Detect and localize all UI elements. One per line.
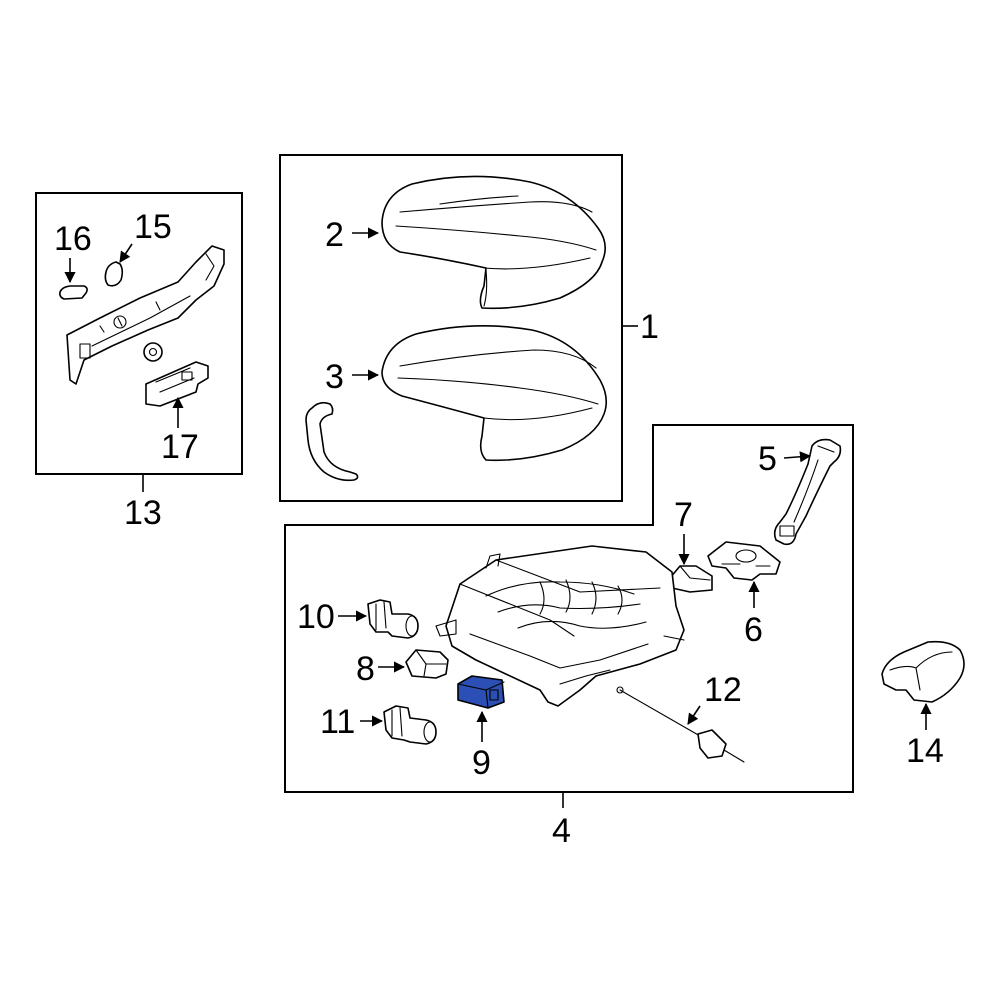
washer-part[interactable] <box>143 342 163 362</box>
cushion-cover-2-part[interactable] <box>381 175 606 310</box>
group-box-13 <box>35 192 243 475</box>
cover-14-part[interactable] <box>881 640 965 703</box>
switch-17-part[interactable] <box>145 361 209 407</box>
callout-7: 7 <box>674 496 693 534</box>
group-box-4 <box>284 424 854 793</box>
callout-17: 17 <box>161 428 199 466</box>
leader-15 <box>119 243 133 263</box>
callout-16: 16 <box>54 220 92 258</box>
callout-13: 13 <box>124 494 162 532</box>
callout-6: 6 <box>744 611 763 649</box>
cushion-pad-3-part[interactable] <box>381 325 608 462</box>
callout-4: 4 <box>552 812 571 850</box>
motor-10-part[interactable] <box>367 599 419 639</box>
callout-2: 2 <box>325 216 344 254</box>
clip-8-part[interactable] <box>405 649 449 679</box>
callout-12: 12 <box>704 671 742 709</box>
callout-10: 10 <box>297 598 335 636</box>
callout-9: 9 <box>472 744 491 782</box>
callout-3: 3 <box>325 358 344 396</box>
seat-frame-part[interactable] <box>435 545 685 707</box>
wire-hook-part[interactable] <box>305 401 359 482</box>
side-shield-part[interactable] <box>66 245 225 385</box>
plate-6-part[interactable] <box>707 541 781 581</box>
motor-11-part[interactable] <box>383 705 437 745</box>
callout-8: 8 <box>356 650 375 688</box>
callout-11: 11 <box>320 703 355 741</box>
highlighted-part-9[interactable] <box>457 675 505 709</box>
cap-15-part[interactable] <box>104 261 124 287</box>
leader-12 <box>687 705 701 725</box>
side-shield-group: 16 15 17 13 <box>35 192 243 532</box>
callout-1: 1 <box>640 308 659 346</box>
cushion-group: 2 3 1 <box>279 154 659 502</box>
link-5-part[interactable] <box>773 438 842 546</box>
clip-16-part[interactable] <box>59 285 88 300</box>
callout-5: 5 <box>758 440 777 478</box>
group-box-1 <box>279 154 623 502</box>
leader-5 <box>783 451 812 463</box>
frame-group: 5 7 6 10 8 11 9 12 4 <box>284 424 854 850</box>
cable-12-part[interactable] <box>616 686 745 763</box>
clip-7-part[interactable] <box>669 565 713 593</box>
callout-15: 15 <box>134 208 172 246</box>
callout-14: 14 <box>906 732 944 770</box>
